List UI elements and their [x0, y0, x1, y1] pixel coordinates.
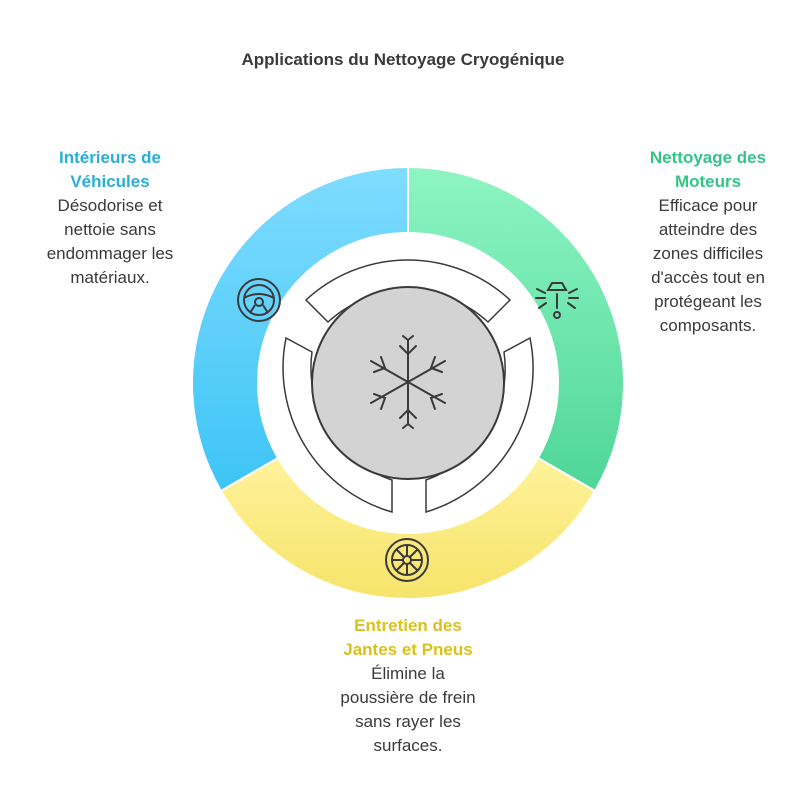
engines-desc-line4: d'accès tout en	[651, 268, 765, 287]
wheel-rim-icon	[385, 538, 429, 582]
wheels-desc-line4: surfaces.	[373, 736, 443, 755]
spray-nozzle-icon	[535, 282, 579, 319]
segment-interiors	[191, 165, 409, 493]
engines-desc-line1: Efficace pour	[658, 196, 758, 215]
wheels-title-line1: Entretien des	[354, 616, 462, 635]
wheels-title-line2: Jantes et Pneus	[343, 640, 473, 659]
engines-title-line2: Moteurs	[674, 172, 742, 191]
engines-desc-line3: zones difficiles	[652, 244, 764, 263]
label-engines: Nettoyage des Moteurs Efficace pour atte…	[618, 146, 798, 338]
wheels-desc-line3: sans rayer les	[355, 712, 461, 731]
engines-title-line1: Nettoyage des	[649, 148, 767, 167]
interiors-desc-line2: nettoie sans	[64, 220, 156, 239]
label-interiors: Intérieurs de Véhicules Désodorise et ne…	[20, 146, 200, 290]
label-wheels: Entretien des Jantes et Pneus Élimine la…	[313, 614, 503, 758]
interiors-desc-line1: Désodorise et	[57, 196, 163, 215]
interiors-title-line1: Intérieurs de	[58, 148, 162, 167]
snowflake-icon	[370, 335, 446, 429]
steering-wheel-icon	[237, 278, 281, 322]
interiors-desc-line3: endommager les	[46, 244, 174, 263]
interiors-desc-line4: matériaux.	[70, 268, 150, 287]
diagram-title: Applications du Nettoyage Cryogénique	[241, 50, 565, 69]
wheels-desc-line1: Élimine la	[371, 664, 445, 683]
engines-desc-line2: atteindre des	[658, 220, 758, 239]
interiors-title-line2: Véhicules	[70, 172, 150, 191]
segment-wheels	[219, 456, 597, 600]
segment-engines	[407, 165, 625, 493]
engines-desc-line5: protégeant les	[654, 292, 762, 311]
engines-desc-line6: composants.	[659, 316, 757, 335]
wheels-desc-line2: poussière de frein	[340, 688, 476, 707]
